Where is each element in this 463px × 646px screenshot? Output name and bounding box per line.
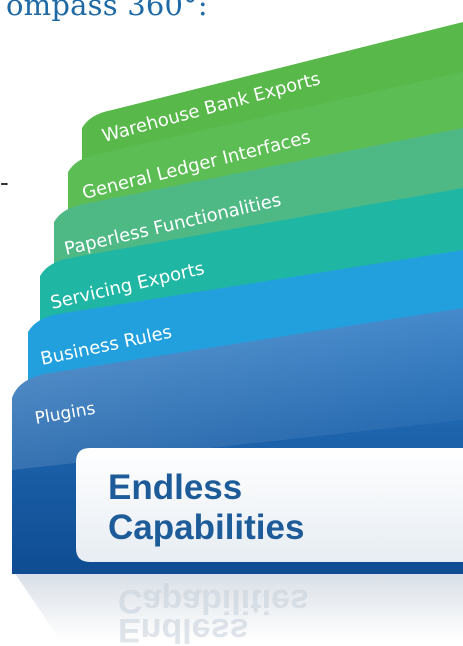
reflection-line-endless: Endless [118, 611, 248, 646]
reflection-text: Capabilities Endless [118, 582, 309, 646]
endless-capabilities-card: Endless Capabilities [76, 448, 463, 562]
card-line-capabilities: Capabilities [108, 508, 304, 547]
card-line-endless: Endless [108, 468, 242, 507]
reflection [14, 572, 463, 640]
side-mark: - [0, 168, 9, 198]
page-heading: ompass 360°: [6, 0, 208, 22]
reflection-line-capabilities: Capabilities [118, 582, 309, 620]
